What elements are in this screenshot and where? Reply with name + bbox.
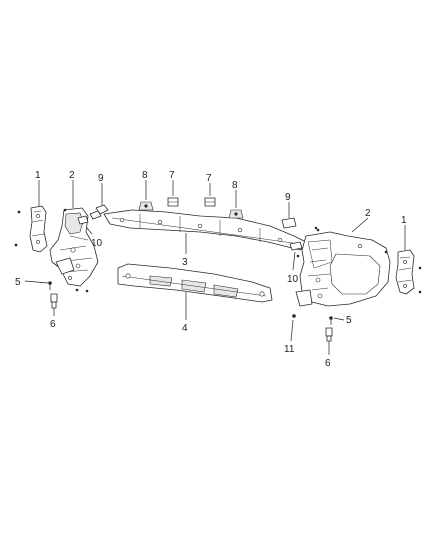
callout-9-right: 9 [285, 192, 291, 203]
part-2-left-support [49, 207, 99, 293]
part-10-left-clip [77, 215, 89, 225]
part-7-left-block [167, 197, 179, 207]
part-5-right-bolt [329, 316, 333, 325]
callout-labels: 1 2 9 8 7 7 8 9 2 1 10 3 10 5 4 6 5 11 6 [15, 170, 407, 369]
part-4-lower-crossmember [117, 263, 273, 303]
callout-3: 3 [182, 257, 188, 268]
callout-6-right: 6 [325, 358, 331, 369]
callout-1-right: 1 [401, 215, 407, 226]
part-9-right-clip [281, 217, 318, 230]
callout-10-right: 10 [287, 274, 299, 285]
callout-2-left: 2 [69, 170, 75, 181]
part-8-left-clip [138, 201, 154, 211]
part-9-left-clip [89, 204, 109, 220]
callout-8-left: 8 [142, 170, 148, 181]
part-11-grommet [292, 314, 296, 318]
callout-11: 11 [284, 344, 295, 355]
part-7-right-block [204, 197, 216, 207]
part-6-right-nut [325, 327, 333, 342]
part-1-right-bracket [395, 249, 422, 295]
callout-1-left: 1 [35, 170, 41, 181]
callout-8-right: 8 [232, 180, 238, 191]
callout-7-left: 7 [169, 170, 175, 181]
callout-2-right: 2 [365, 208, 371, 219]
part-5-left-bolt [48, 281, 52, 290]
callout-10-left: 10 [91, 238, 103, 249]
callout-5-right: 5 [346, 315, 352, 326]
part-6-left-nut [50, 293, 58, 309]
part-2-right-support [295, 228, 391, 307]
callout-7-right: 7 [206, 173, 212, 184]
leader-lines [24, 180, 406, 355]
part-3-upper-crossmember [103, 209, 311, 251]
part-8-right-clip [228, 209, 244, 219]
callout-4: 4 [182, 323, 188, 334]
callout-6-left: 6 [50, 319, 56, 330]
callout-9-left: 9 [98, 173, 104, 184]
part-1-left-bracket [14, 205, 48, 253]
part-10-right-clip [289, 241, 303, 258]
callout-5-left: 5 [15, 277, 21, 288]
